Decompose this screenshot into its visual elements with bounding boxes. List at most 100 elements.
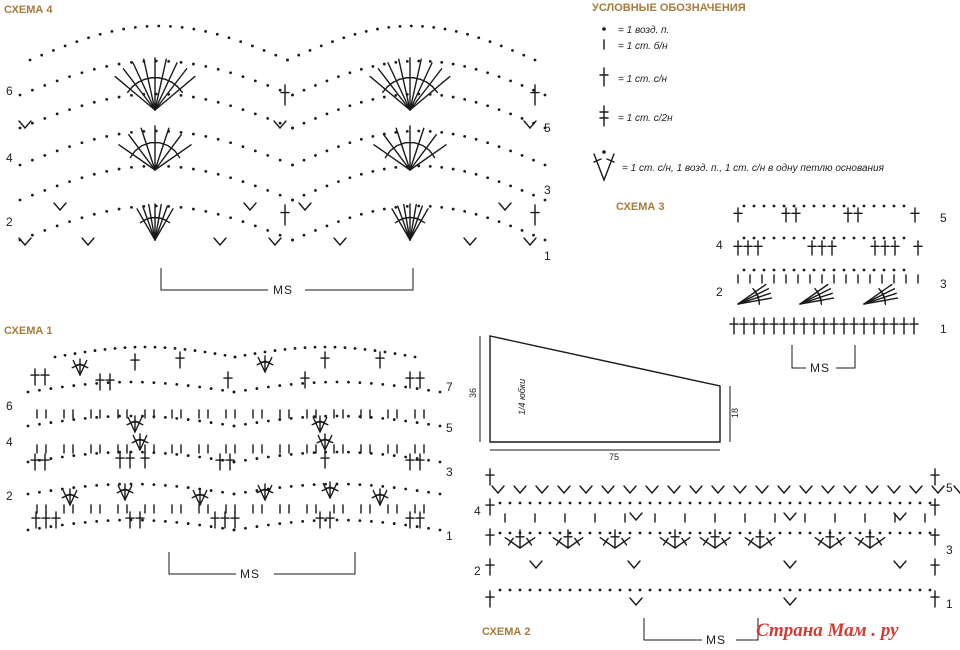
row-number: 3: [946, 543, 953, 557]
double-crochet: [567, 536, 584, 549]
stitch-post: [319, 416, 328, 433]
chain-stitch: [83, 350, 87, 354]
chain-stitch: [415, 421, 419, 424]
v-stitch: [893, 512, 907, 522]
chain-stitch: [543, 163, 547, 167]
chain-stitch: [38, 422, 41, 426]
stitch-post: [759, 536, 776, 549]
stitch-bar: [681, 537, 688, 546]
double-crochet: [839, 317, 849, 335]
v-stitch: [53, 202, 67, 212]
chain-stitch: [353, 32, 357, 36]
double-crochet: [154, 127, 170, 171]
chain-stitch: [543, 93, 547, 97]
chain-stitch: [872, 204, 876, 208]
double-crochet: [135, 511, 145, 529]
double-crochet: [930, 498, 940, 516]
v-stitch: [623, 485, 637, 495]
chain-stitch: [528, 531, 532, 535]
double-crochet: [154, 75, 196, 111]
chain-stitch: [798, 531, 802, 535]
stitch-post: [69, 489, 78, 506]
chain-stitch: [463, 134, 467, 138]
scheme2-repeat-bracket: MS: [643, 618, 759, 647]
stitch-bar: [176, 85, 183, 94]
chain-stitch: [278, 233, 282, 237]
chain-stitch: [343, 346, 347, 350]
chain-stitch: [428, 204, 432, 208]
double-crochet: [714, 536, 731, 549]
chain-stitch: [68, 145, 71, 149]
stitch-post: [257, 484, 266, 501]
double-crochet: [791, 207, 801, 223]
chain-stitch: [548, 588, 552, 592]
double-crochet: [405, 57, 415, 111]
double-crochet: [311, 416, 321, 433]
v-stitch: [557, 485, 571, 495]
double-crochet: [320, 451, 330, 469]
chain-stitch: [818, 501, 822, 505]
legend-item-v: = 1 ст. с/н, 1 возд. п., 1 ст. с/н в одн…: [622, 163, 885, 174]
chain-stitch: [528, 588, 532, 592]
chain-stitch: [708, 588, 712, 592]
chain-stitch: [325, 224, 329, 228]
chain-stitch: [409, 24, 413, 28]
chain-stitch: [293, 346, 297, 350]
chain-stitch: [538, 531, 542, 535]
chain-stitch: [130, 165, 133, 169]
stitch-post: [322, 482, 331, 499]
double-crochet: [930, 528, 940, 546]
double-crochet: [31, 511, 41, 529]
stitch-post: [863, 288, 896, 305]
legend-title: УСЛОВНЫЕ ОБОЗНАЧЕНИЯ: [592, 2, 746, 14]
chain-stitch: [83, 452, 87, 456]
chain-stitch: [392, 486, 396, 489]
v-stitch: [213, 237, 227, 247]
chain-stitch: [209, 387, 213, 390]
stitch-bar: [431, 85, 438, 94]
chain-stitch: [204, 97, 208, 101]
chain-stitch: [26, 492, 30, 496]
double-crochet: [223, 371, 233, 389]
chain-stitch: [297, 53, 301, 57]
chain-stitch: [828, 531, 832, 535]
chain-stitch: [892, 204, 896, 208]
stitch-post: [567, 536, 584, 549]
chain-stitch: [451, 167, 455, 171]
chain-stitch: [92, 172, 96, 176]
double-crochet: [519, 536, 536, 549]
chain-stitch: [792, 236, 796, 240]
chain-stitch: [918, 531, 922, 535]
scheme2-stitch-art: [485, 468, 960, 608]
chain-stitch: [782, 204, 786, 208]
double-crochet: [95, 373, 105, 391]
chain-stitch: [451, 132, 455, 136]
chain-stitch: [18, 198, 22, 202]
chain-stitch: [325, 112, 329, 116]
repeat-label: MS: [706, 633, 726, 647]
stitch-post: [829, 536, 846, 549]
stitch-post: [409, 134, 437, 171]
stitch-bar: [139, 438, 149, 444]
chain-stitch: [772, 268, 776, 272]
chain-stitch: [175, 520, 179, 524]
double-crochet: [879, 317, 889, 335]
chain-stitch: [49, 421, 53, 424]
chain-stitch: [438, 528, 442, 532]
chain-stitch: [474, 212, 478, 216]
double-crochet: [485, 558, 495, 576]
chain-stitch: [303, 346, 307, 350]
chain-stitch: [198, 455, 202, 459]
chain-stitch: [440, 93, 444, 97]
chain-stitch: [289, 416, 293, 420]
chain-stitch: [768, 531, 772, 535]
chain-stitch: [263, 350, 267, 354]
double-crochet: [699, 536, 716, 549]
double-crochet: [175, 351, 185, 369]
chain-stitch: [312, 381, 316, 385]
chain-stitch: [95, 451, 99, 455]
double-crochet: [115, 451, 125, 469]
chain-stitch: [728, 588, 732, 592]
chain-stitch: [383, 350, 387, 354]
